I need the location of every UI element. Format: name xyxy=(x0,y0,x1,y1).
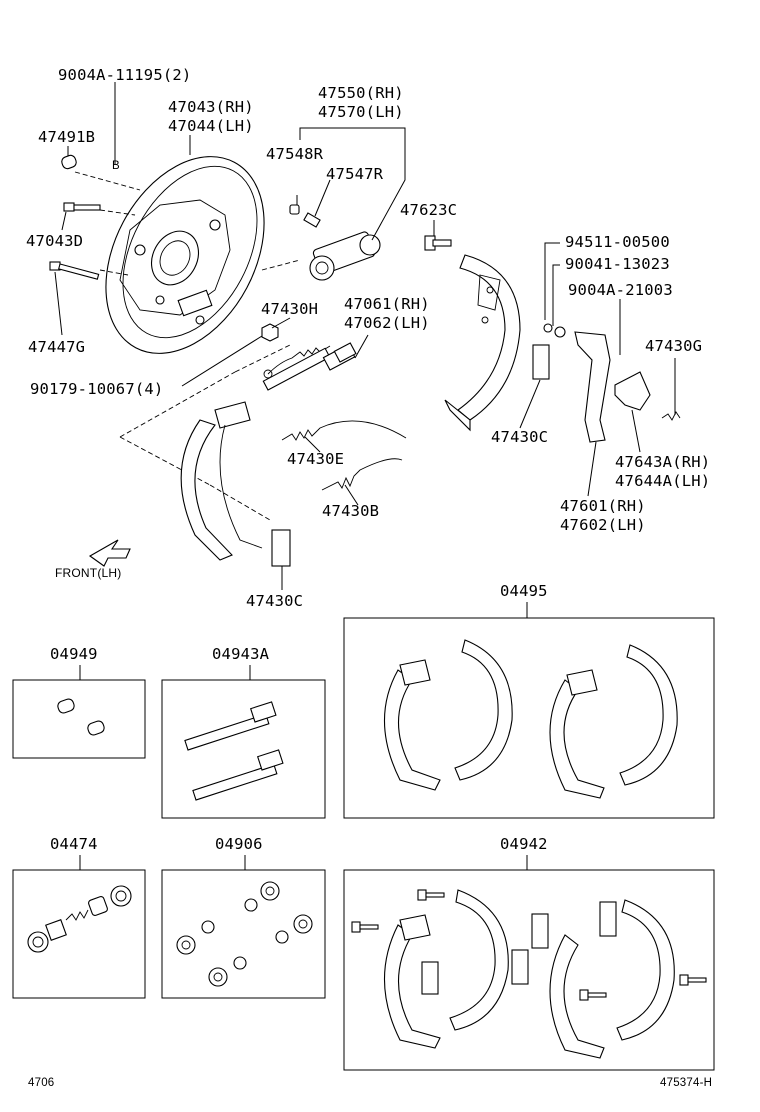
front-lh-label: FRONT(LH) xyxy=(55,566,122,580)
label-47044: 47044(LH) xyxy=(168,117,254,135)
label-9004a-21003: 9004A-21003 xyxy=(568,281,673,299)
label-47602: 47602(LH) xyxy=(560,516,646,534)
label-90041: 90041-13023 xyxy=(565,255,670,273)
label-47430b: 47430B xyxy=(322,502,380,520)
bleeder-plug-47547r xyxy=(303,212,321,228)
kit-box-04474 xyxy=(12,869,146,999)
label-9004a-11195: 9004A-11195(2) xyxy=(58,66,192,84)
kit-box-04942 xyxy=(343,869,715,1071)
wheel-cylinder xyxy=(309,231,381,281)
label-47643a: 47643A(RH) xyxy=(615,453,711,471)
label-90179: 90179-10067(4) xyxy=(30,380,164,398)
kit-label-04943a: 04943A xyxy=(212,645,270,663)
kit-box-04495 xyxy=(343,617,715,819)
spring-47430h xyxy=(263,345,331,379)
parking-lever-47601 xyxy=(543,323,611,443)
backing-plate xyxy=(105,156,265,354)
label-47430e: 47430E xyxy=(287,450,345,468)
kit-label-04474: 04474 xyxy=(50,835,98,853)
label-47550: 47550(RH) xyxy=(318,84,404,102)
brake-shoe-right xyxy=(444,254,521,432)
kit-box-04949 xyxy=(12,679,146,759)
marker-b: B xyxy=(112,160,120,172)
label-47430h: 47430H xyxy=(261,300,319,318)
label-47430g: 47430G xyxy=(645,337,703,355)
kit-04474-parts xyxy=(27,885,132,953)
kit-box-04906 xyxy=(161,869,326,999)
label-47570: 47570(LH) xyxy=(318,103,404,121)
label-47644a: 47644A(LH) xyxy=(615,472,711,490)
kit-04906-rings xyxy=(176,881,313,987)
kit-04943a-adjusters xyxy=(184,701,284,801)
spring-47430b xyxy=(321,458,403,491)
brake-shoe-left xyxy=(180,401,291,567)
leader-lines xyxy=(54,82,676,870)
adjuster-47061 xyxy=(262,342,357,391)
strut-47643a xyxy=(614,371,651,411)
kit-04495-shoes xyxy=(383,639,678,799)
bolt-47447g xyxy=(49,261,100,280)
front-arrow-icon xyxy=(88,539,131,567)
label-47447g: 47447G xyxy=(28,338,86,356)
hold-down-clip-47430c-mid xyxy=(532,344,550,380)
label-47043d: 47043D xyxy=(26,232,84,250)
kit-label-04906: 04906 xyxy=(215,835,263,853)
label-94511: 94511-00500 xyxy=(565,233,670,251)
kit-box-04943a xyxy=(161,679,326,819)
label-47548r: 47548R xyxy=(266,145,324,163)
label-47430c-mid: 47430C xyxy=(491,428,549,446)
kit-label-04495: 04495 xyxy=(500,582,548,600)
spring-47430e xyxy=(281,420,407,441)
label-47491b: 47491B xyxy=(38,128,96,146)
label-47623c: 47623C xyxy=(400,201,458,219)
bolt-47043d xyxy=(63,202,101,212)
footer-left-code: 4706 xyxy=(28,1077,55,1089)
footer-right-code: 475374-H xyxy=(660,1077,713,1089)
label-47061: 47061(RH) xyxy=(344,295,430,313)
label-47043: 47043(RH) xyxy=(168,98,254,116)
pin-47623c xyxy=(424,235,452,251)
kit-label-04942: 04942 xyxy=(500,835,548,853)
kit-04942-shoes xyxy=(351,889,707,1059)
kit-04949-plugs xyxy=(57,698,105,736)
bleeder-cap-47548r xyxy=(289,204,300,215)
kit-label-04949: 04949 xyxy=(50,645,98,663)
nut-90179 xyxy=(261,323,279,342)
label-47601: 47601(RH) xyxy=(560,497,646,515)
label-47062: 47062(LH) xyxy=(344,314,430,332)
label-47547r: 47547R xyxy=(326,165,384,183)
label-47430c-low: 47430C xyxy=(246,592,304,610)
spring-47430g xyxy=(661,411,681,421)
plug-47491b xyxy=(61,154,77,170)
